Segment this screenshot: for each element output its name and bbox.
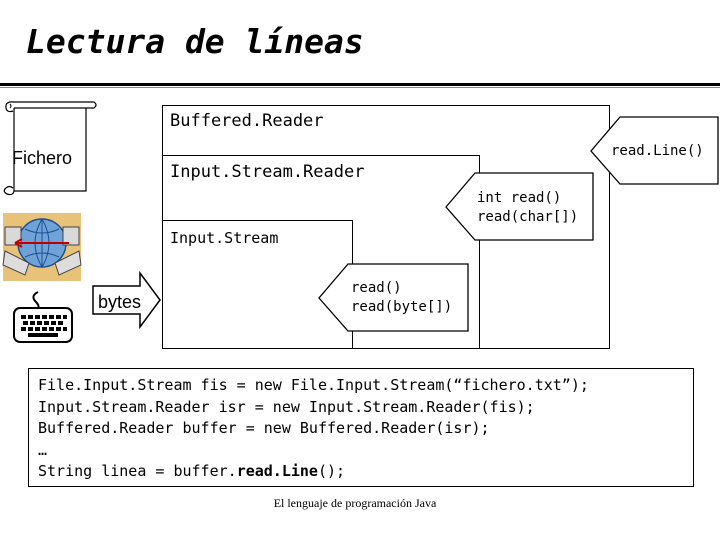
input-stream-box [162,220,353,349]
code-block: File.Input.Stream fis = new File.Input.S… [28,368,694,487]
code-line-last: String linea = buffer.read.Line(); [38,461,693,483]
bytes-label: bytes [98,292,142,312]
code-line: File.Input.Stream fis = new File.Input.S… [38,376,589,394]
title-underline-shadow [0,87,720,88]
arrow-right-icon [92,270,161,330]
callout-is-shape [318,263,469,332]
code-line: Buffered.Reader buffer = new Buffered.Re… [38,419,490,437]
callout-is-line-1: read() [351,280,402,296]
keyboard-icon [13,291,73,343]
callout-is-line-2: read(byte[]) [351,299,453,315]
buffered-reader-label: Buffered.Reader [170,111,324,131]
input-stream-reader-label: Input.Stream.Reader [170,162,365,182]
code-readline-bold: read.Line [236,462,318,480]
code-text: String linea = buffer. [38,462,237,480]
slide-footer: El lenguaje de programación Java [273,496,437,510]
code-line: … [38,440,48,459]
callout-readline-shape [590,116,719,185]
callout-isr-line-1: int read() [477,190,562,206]
title-underline [0,83,720,86]
slide-title: Lectura de líneas [26,22,364,61]
code-line: Input.Stream.Reader isr = new Input.Stre… [38,397,535,416]
input-stream-label: Input.Stream [170,229,279,247]
network-computers-icon [2,213,82,281]
callout-isr-line-2: read(char[]) [477,209,579,225]
file-label: Fichero [12,148,73,168]
callout-readline-label: read.Line() [611,143,704,159]
callout-isr-shape [445,172,594,241]
code-text: (); [317,462,346,480]
scroll-icon [3,101,97,196]
